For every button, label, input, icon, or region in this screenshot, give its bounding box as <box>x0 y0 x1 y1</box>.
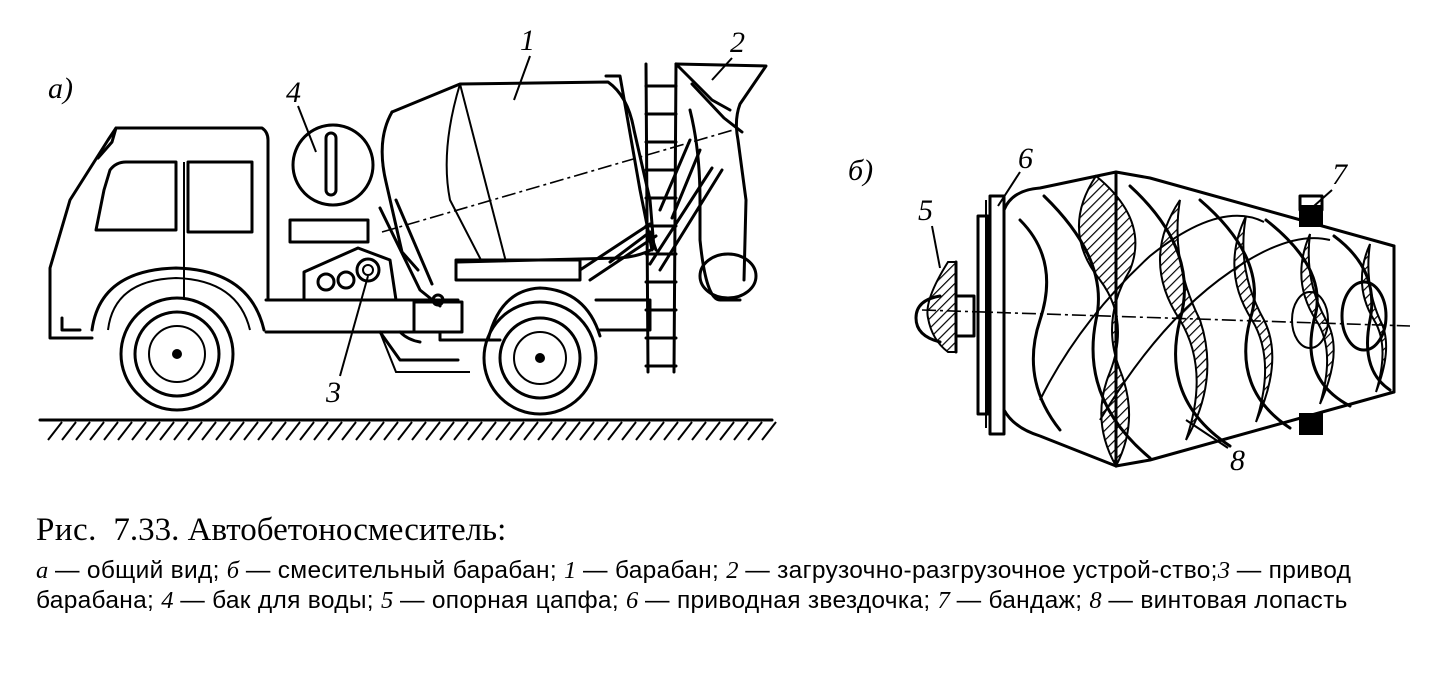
legend-key: б <box>226 557 246 584</box>
panel-b-mixing-drum: б) <box>848 142 1411 477</box>
drum-axis-a <box>381 127 741 233</box>
callout-2: 2 <box>730 26 745 59</box>
legend-text: — смесительный барабан; <box>245 557 565 584</box>
legend-text: — привод барабана; <box>36 557 1352 614</box>
legend-key: 4 <box>161 587 181 614</box>
panel-a-label: а) <box>48 72 73 105</box>
caption-number: 7.33. <box>113 512 180 548</box>
caption-title: Рис. 7.33. Автобетоносмеситель: <box>36 508 1416 552</box>
legend-key: 3 <box>1217 557 1237 584</box>
concrete-mixer-truck-diagram: а) <box>38 24 1411 477</box>
ladder <box>644 62 678 374</box>
caption-heading: Автобетоносмеситель: <box>187 512 507 548</box>
truck-cab <box>48 126 272 340</box>
rear-wheel <box>482 286 602 416</box>
screw-blade <box>1018 174 1392 469</box>
support-trunnion <box>914 260 976 354</box>
mixing-drum <box>378 74 658 308</box>
panel-b-label: б) <box>848 154 873 187</box>
legend-key: 2 <box>726 557 746 584</box>
legend-text: — приводная звездочка; <box>645 587 938 614</box>
legend-key: 8 <box>1089 587 1109 614</box>
callouts-b: 5 6 7 8 <box>918 142 1349 477</box>
drum-drive <box>302 246 398 302</box>
caption-prefix: Рис. <box>36 512 97 548</box>
panel-a-general-view: а) <box>38 24 777 441</box>
callout-8: 8 <box>1230 444 1245 477</box>
legend-text: — винтовая лопасть <box>1108 587 1348 614</box>
legend-text: — общий вид; <box>54 557 227 584</box>
legend-text: — бандаж; <box>956 587 1090 614</box>
legend-text: — опорная цапфа; <box>399 587 627 614</box>
drum-axis-b <box>921 309 1411 327</box>
legend-key: 6 <box>626 587 646 614</box>
callout-7: 7 <box>1332 158 1349 191</box>
legend-text: — барабан; <box>583 557 727 584</box>
legend-key: а <box>36 557 55 584</box>
legend-text: — загрузочно-разгрузочное устрой-ство; <box>745 557 1218 584</box>
legend-key: 5 <box>380 587 400 614</box>
drive-sprocket <box>976 194 1006 436</box>
water-tank <box>288 123 375 244</box>
ground <box>38 418 777 441</box>
legend-key: 1 <box>564 557 584 584</box>
caption-legend: а — общий вид; б — смесительный барабан;… <box>36 556 1416 616</box>
front-wheel <box>119 296 235 412</box>
bandage-bottom <box>1299 413 1323 435</box>
callout-4: 4 <box>286 76 301 109</box>
figure-caption: Рис. 7.33. Автобетоносмеситель: а — общи… <box>36 508 1416 616</box>
callout-3: 3 <box>325 376 341 409</box>
callout-6: 6 <box>1018 142 1033 175</box>
legend-key: 7 <box>937 587 957 614</box>
loading-unloading-device <box>608 62 768 302</box>
legend-text: — бак для воды; <box>180 587 381 614</box>
callout-1: 1 <box>520 24 535 57</box>
callout-5: 5 <box>918 194 933 227</box>
callouts-a: 1 2 3 4 <box>286 24 745 409</box>
